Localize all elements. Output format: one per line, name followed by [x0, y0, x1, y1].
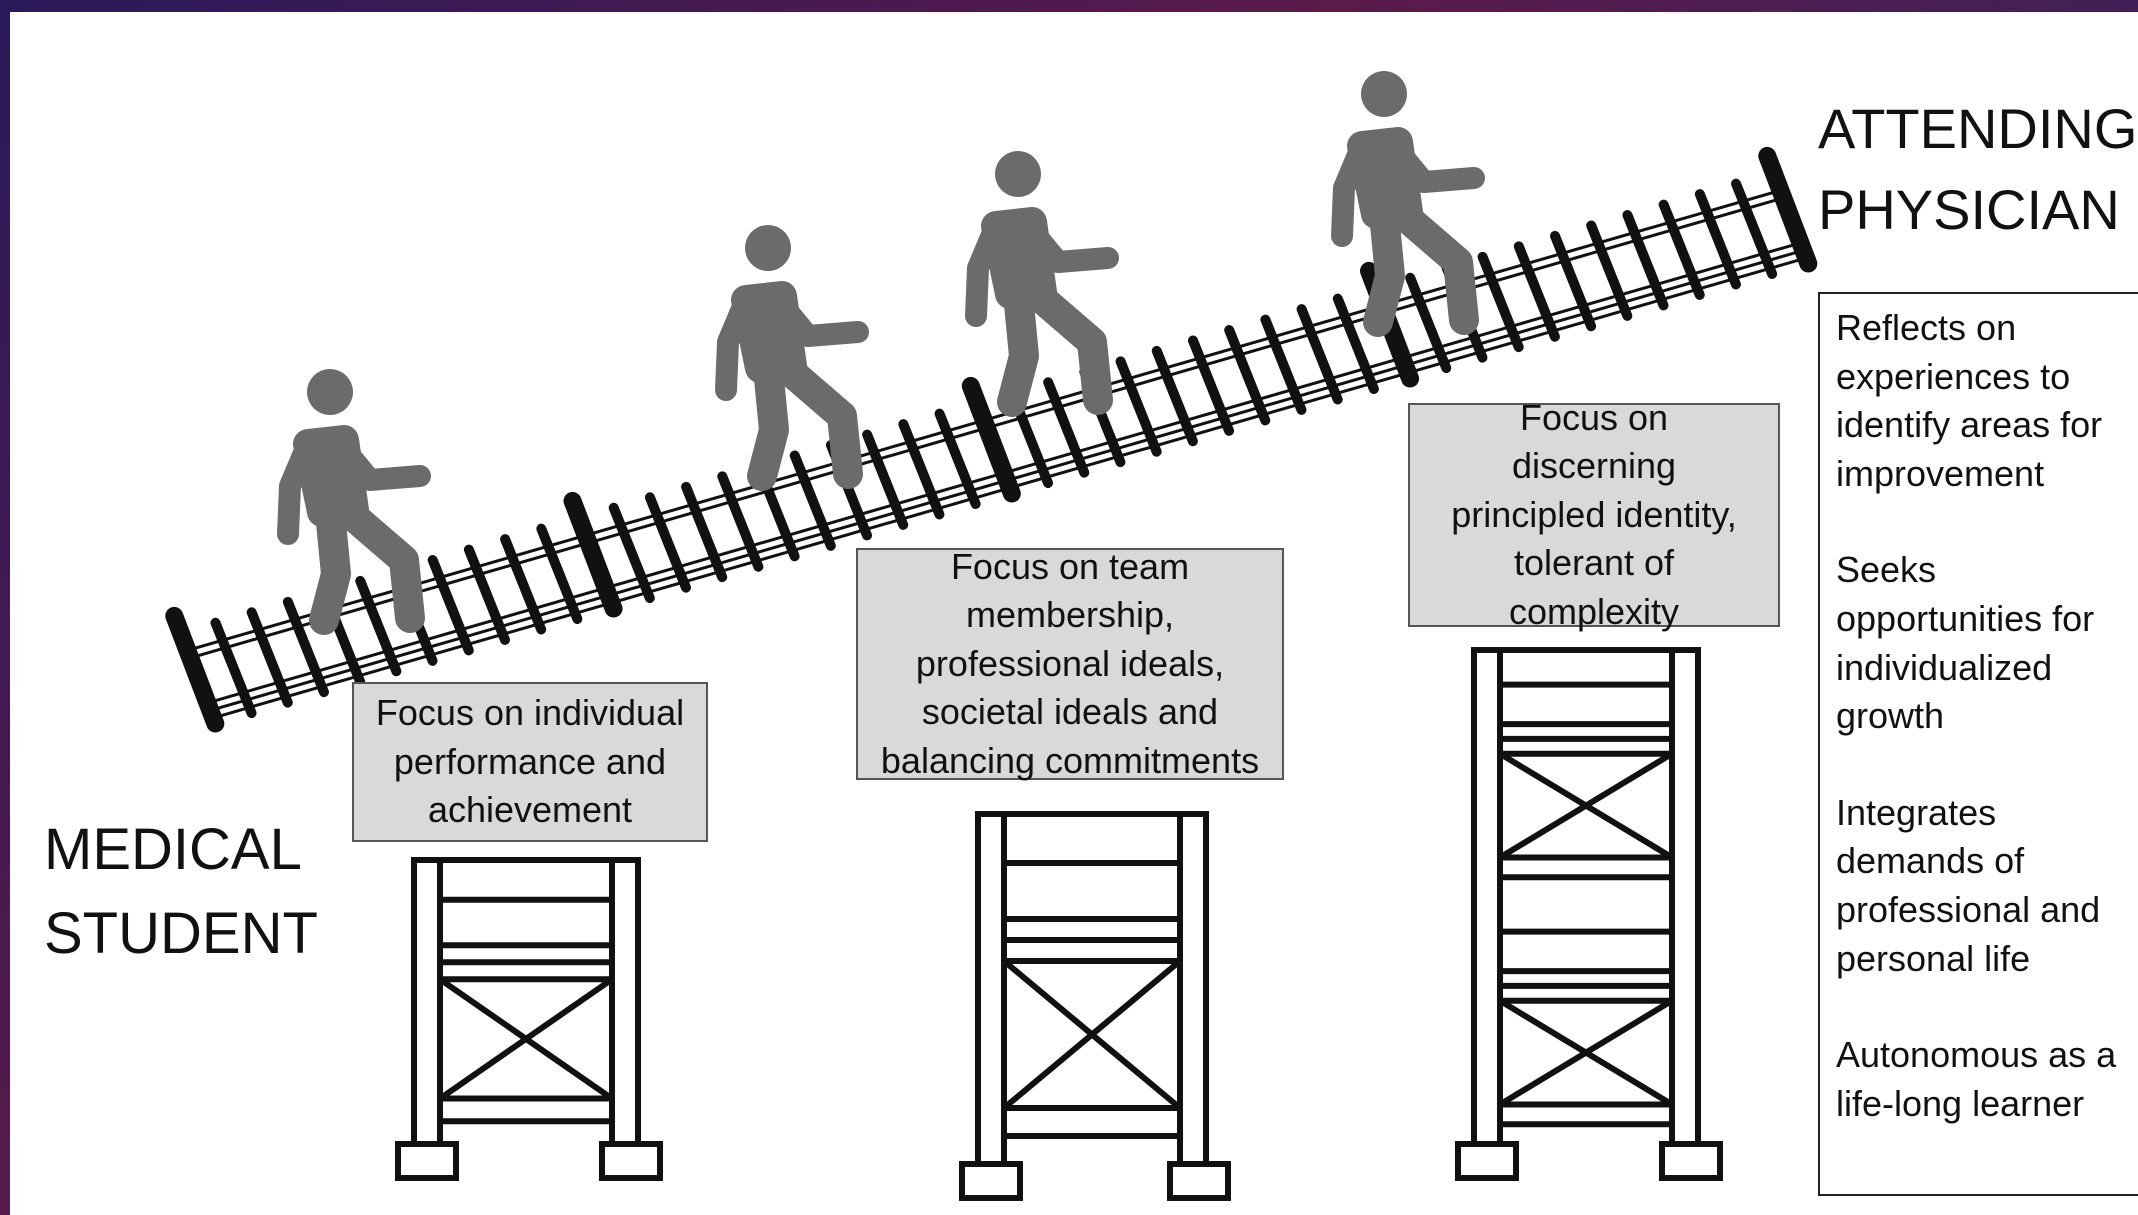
railing-main-post	[1758, 146, 1818, 273]
railing-post	[1043, 377, 1090, 478]
stage-2-box: Focus on team membership, professional i…	[856, 546, 1284, 781]
stage-2-text: Focus on team membership, professional i…	[880, 545, 1260, 781]
railing-post	[1586, 220, 1633, 321]
railing-post	[862, 429, 909, 530]
railing-post	[1694, 189, 1741, 290]
walking-person-icon	[715, 225, 869, 491]
railing-post	[1224, 325, 1271, 426]
railing-post	[1332, 293, 1379, 394]
railing-post	[500, 534, 547, 635]
attribute-item: Seeks opportunities for individualized g…	[1836, 549, 2095, 737]
railing-post	[246, 607, 293, 708]
stage-3-box: Focus on discerning principled identity,…	[1408, 397, 1780, 632]
railing-post	[1658, 199, 1705, 300]
railing-post	[1115, 356, 1162, 457]
stage-3-text: Focus on discerning principled identity,…	[1451, 396, 1737, 632]
stage-1-text: Focus on individual performance and achi…	[375, 692, 685, 831]
railing-post	[898, 419, 945, 520]
railing-post	[644, 492, 691, 593]
attributes-panel: Reflects on experiences to identify area…	[1818, 292, 2138, 1196]
scaffold-icon	[959, 811, 1231, 1201]
attribute-item: Autonomous as a life-long learner	[1836, 1034, 2117, 1124]
railing-post	[210, 617, 257, 719]
railing-post	[1731, 178, 1778, 279]
scaffold-icon	[395, 857, 663, 1181]
attribute-item: Integrates demands of professional and p…	[1836, 791, 2101, 979]
railing-post	[1622, 210, 1669, 311]
railing-post	[355, 575, 402, 677]
railing-post	[282, 596, 329, 698]
railing-post	[1151, 345, 1198, 447]
railing-post	[463, 544, 510, 645]
scaffold-icon	[1455, 647, 1723, 1181]
railing-main-post	[165, 606, 225, 733]
railing-post	[536, 523, 583, 624]
scaffolds	[395, 647, 1723, 1201]
attending-physician-label: ATTENDING PHYSICIAN	[1818, 97, 2138, 242]
railing-post	[717, 471, 764, 572]
railing-main-post	[563, 491, 623, 618]
walking-person-icon	[965, 151, 1119, 417]
railing-main-post	[961, 376, 1021, 503]
medical-student-label: MEDICAL STUDENT	[44, 817, 318, 967]
railing-post	[608, 502, 655, 604]
railing-post	[1477, 251, 1524, 353]
walking-figures	[277, 71, 1485, 635]
attribute-item: Reflects on experiences to identify area…	[1836, 307, 2103, 494]
railing-post	[681, 481, 728, 583]
railing-post	[1187, 335, 1235, 436]
railing-post	[934, 408, 981, 509]
walking-person-icon	[277, 369, 431, 635]
stage-1-box: Focus on individual performance and achi…	[352, 682, 708, 842]
railing-post	[427, 555, 474, 656]
railing-post	[1260, 314, 1307, 415]
railing-post	[789, 450, 836, 551]
railing-post	[1405, 272, 1452, 374]
walking-person-icon	[1331, 71, 1485, 337]
railing-post	[1550, 230, 1597, 332]
railing-post	[1513, 241, 1560, 342]
railing-post	[1296, 304, 1343, 405]
